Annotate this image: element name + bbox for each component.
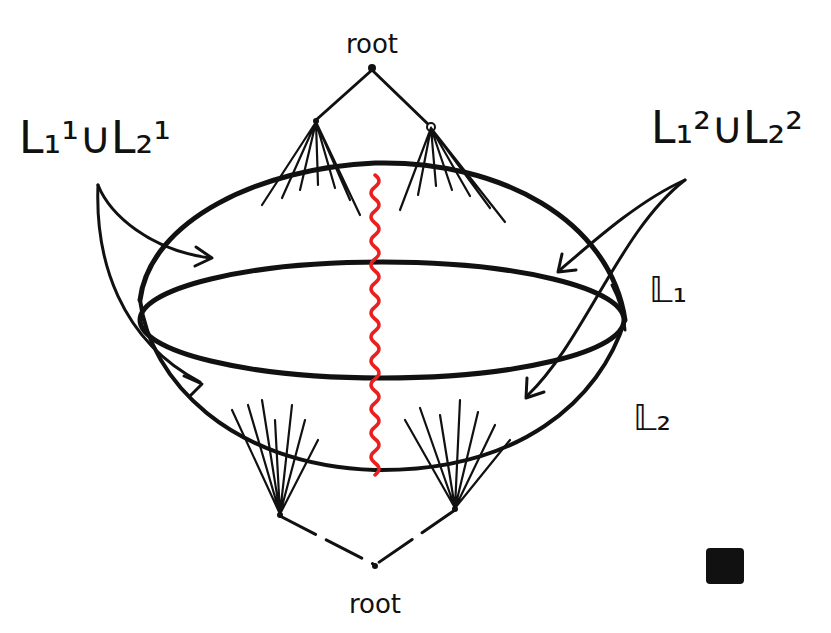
root-label: root: [346, 30, 398, 59]
level-label: 𝕃₁: [649, 270, 687, 310]
root-label: root: [349, 590, 401, 619]
set-label: L₁¹∪L₂¹: [19, 114, 171, 162]
set-label: L₁²∪L₂²: [651, 104, 803, 152]
level-label: 𝕃₂: [633, 398, 671, 438]
